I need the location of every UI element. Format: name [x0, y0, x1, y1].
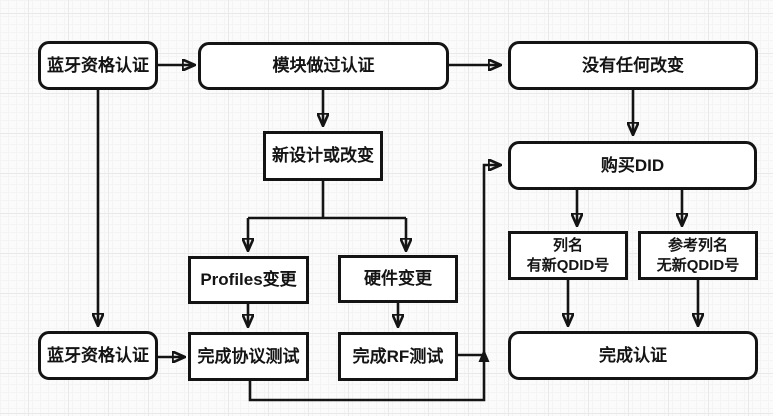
node-label: 硬件变更	[364, 269, 432, 289]
node-label: 蓝牙资格认证	[47, 345, 149, 365]
node-label: Profiles变更	[200, 270, 297, 290]
node-hardware-change[interactable]: 硬件变更	[338, 255, 458, 303]
node-label: 完成认证	[599, 345, 667, 365]
node-complete-protocol-test[interactable]: 完成协议测试	[188, 332, 309, 381]
node-label: 新设计或改变	[272, 146, 374, 166]
node-no-change[interactable]: 没有任何改变	[508, 41, 758, 90]
node-label: 完成RF测试	[352, 346, 444, 366]
node-listed-new-qdid[interactable]: 列名 有新QDID号	[508, 231, 628, 280]
node-label-line1: 列名	[552, 237, 583, 254]
node-label: 没有任何改变	[582, 55, 684, 75]
node-profiles-change[interactable]: Profiles变更	[188, 256, 309, 304]
node-label: 购买DID	[600, 155, 665, 175]
node-label-line2: 有新QDID号	[526, 256, 610, 274]
node-buy-did[interactable]: 购买DID	[508, 141, 757, 190]
node-label: 完成协议测试	[197, 346, 300, 366]
node-label-line1: 参考列名	[667, 237, 728, 254]
node-bluetooth-qualification-bottom[interactable]: 蓝牙资格认证	[38, 331, 158, 380]
node-bluetooth-qualification-top[interactable]: 蓝牙资格认证	[38, 41, 158, 90]
node-label: 模块做过认证	[272, 56, 375, 76]
node-label: 列名 有新QDID号	[527, 236, 610, 275]
node-new-design-or-change[interactable]: 新设计或改变	[263, 131, 383, 181]
edge-rftest-join-arrowhead	[478, 349, 490, 362]
node-module-certified[interactable]: 模块做过认证	[198, 42, 449, 90]
node-complete-certification[interactable]: 完成认证	[508, 331, 758, 380]
node-complete-rf-test[interactable]: 完成RF测试	[338, 332, 458, 381]
node-label: 蓝牙资格认证	[47, 55, 149, 75]
node-reference-no-new-qdid[interactable]: 参考列名 无新QDID号	[638, 231, 758, 280]
node-label-line2: 无新QDID号	[656, 256, 740, 274]
node-label: 参考列名 无新QDID号	[657, 236, 740, 275]
